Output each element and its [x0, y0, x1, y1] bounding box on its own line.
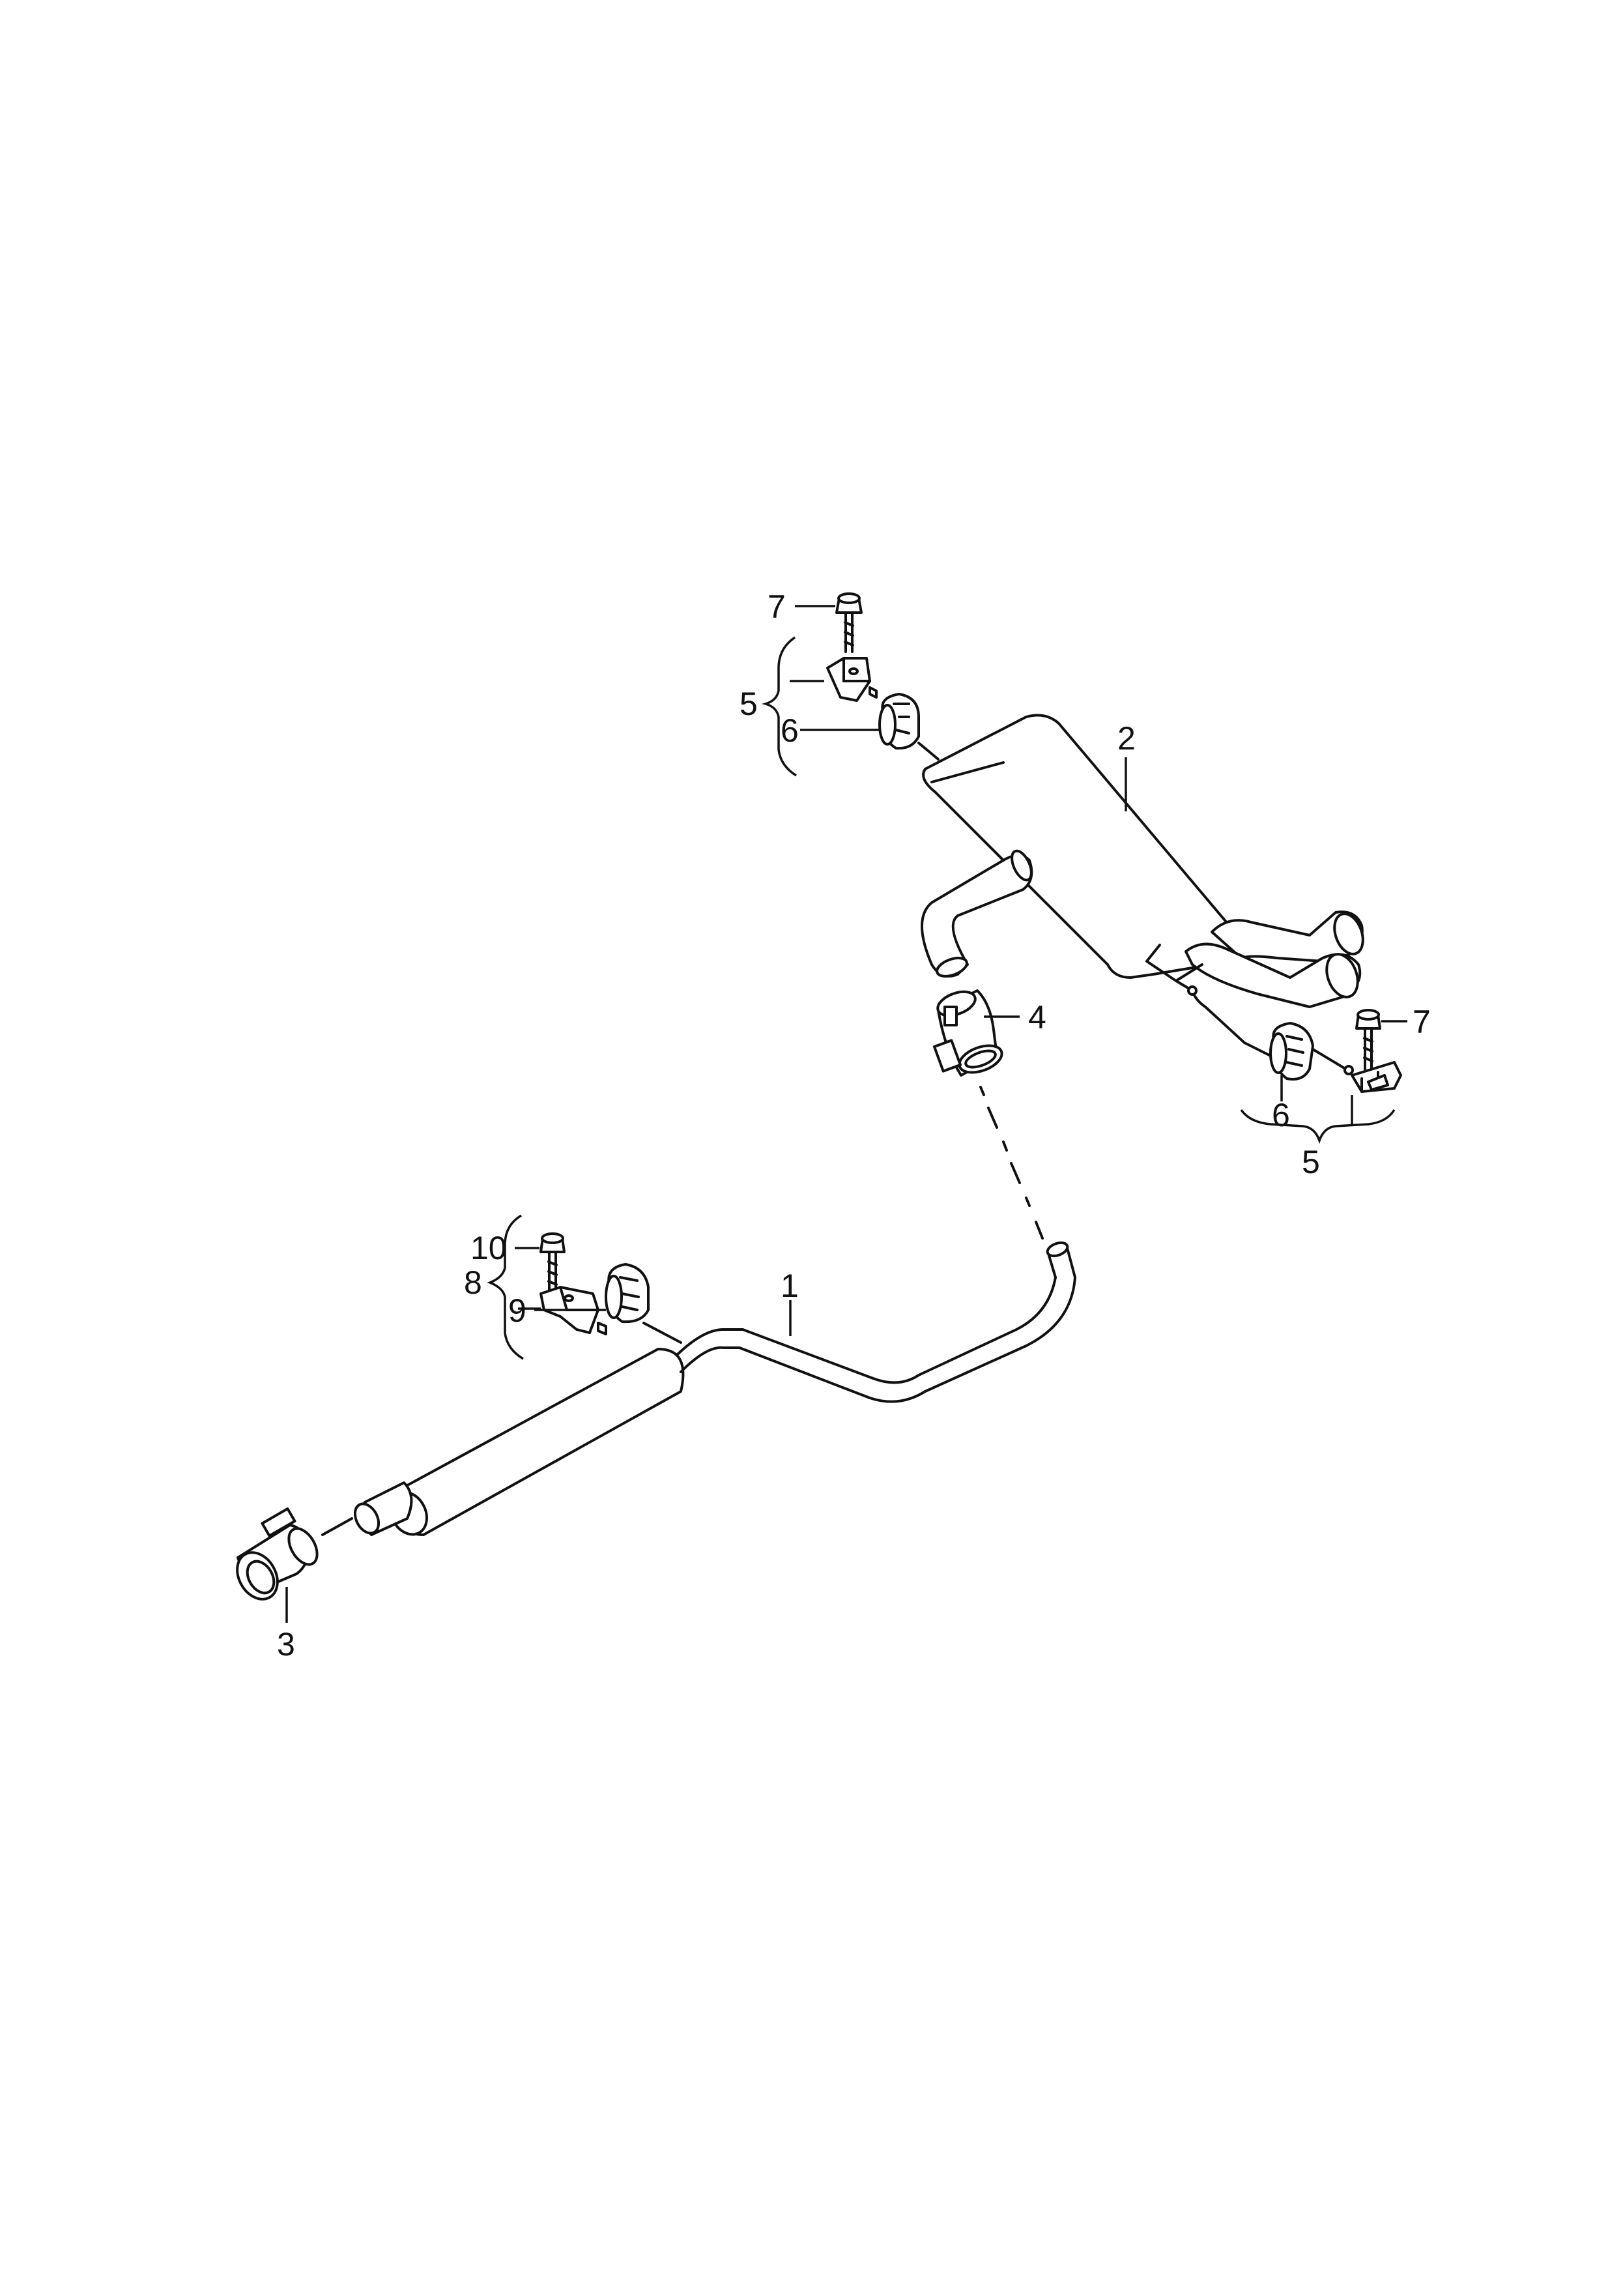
callout-4: 4 — [1028, 999, 1046, 1036]
callout-1: 1 — [781, 1268, 799, 1304]
left-hanger-assembly — [539, 1232, 650, 1335]
callout-8: 8 — [464, 1264, 482, 1301]
callout-3: 3 — [277, 1626, 295, 1663]
callout-labels: 1 2 3 4 5 6 7 7 6 5 10 8 9 — [277, 589, 1431, 1663]
rear-muffler — [921, 714, 1364, 1060]
leader-lines — [285, 605, 1407, 1623]
callout-5-bottom: 5 — [1302, 1144, 1320, 1180]
rear-clamp — [933, 989, 1003, 1077]
callout-6-top: 6 — [781, 712, 799, 749]
front-exhaust-pipe-with-muffler — [353, 1051, 1076, 1536]
top-hanger-assembly — [826, 592, 940, 761]
right-hanger-assembly — [1269, 1009, 1402, 1093]
callout-7-right: 7 — [1413, 1004, 1431, 1040]
callout-2: 2 — [1117, 720, 1136, 757]
callout-10: 10 — [470, 1230, 507, 1266]
callout-9: 9 — [508, 1292, 526, 1329]
callout-7-top: 7 — [768, 589, 786, 625]
front-clamp — [236, 1507, 353, 1601]
callout-6-bottom: 6 — [1272, 1097, 1290, 1133]
callout-5-top: 5 — [740, 686, 758, 722]
